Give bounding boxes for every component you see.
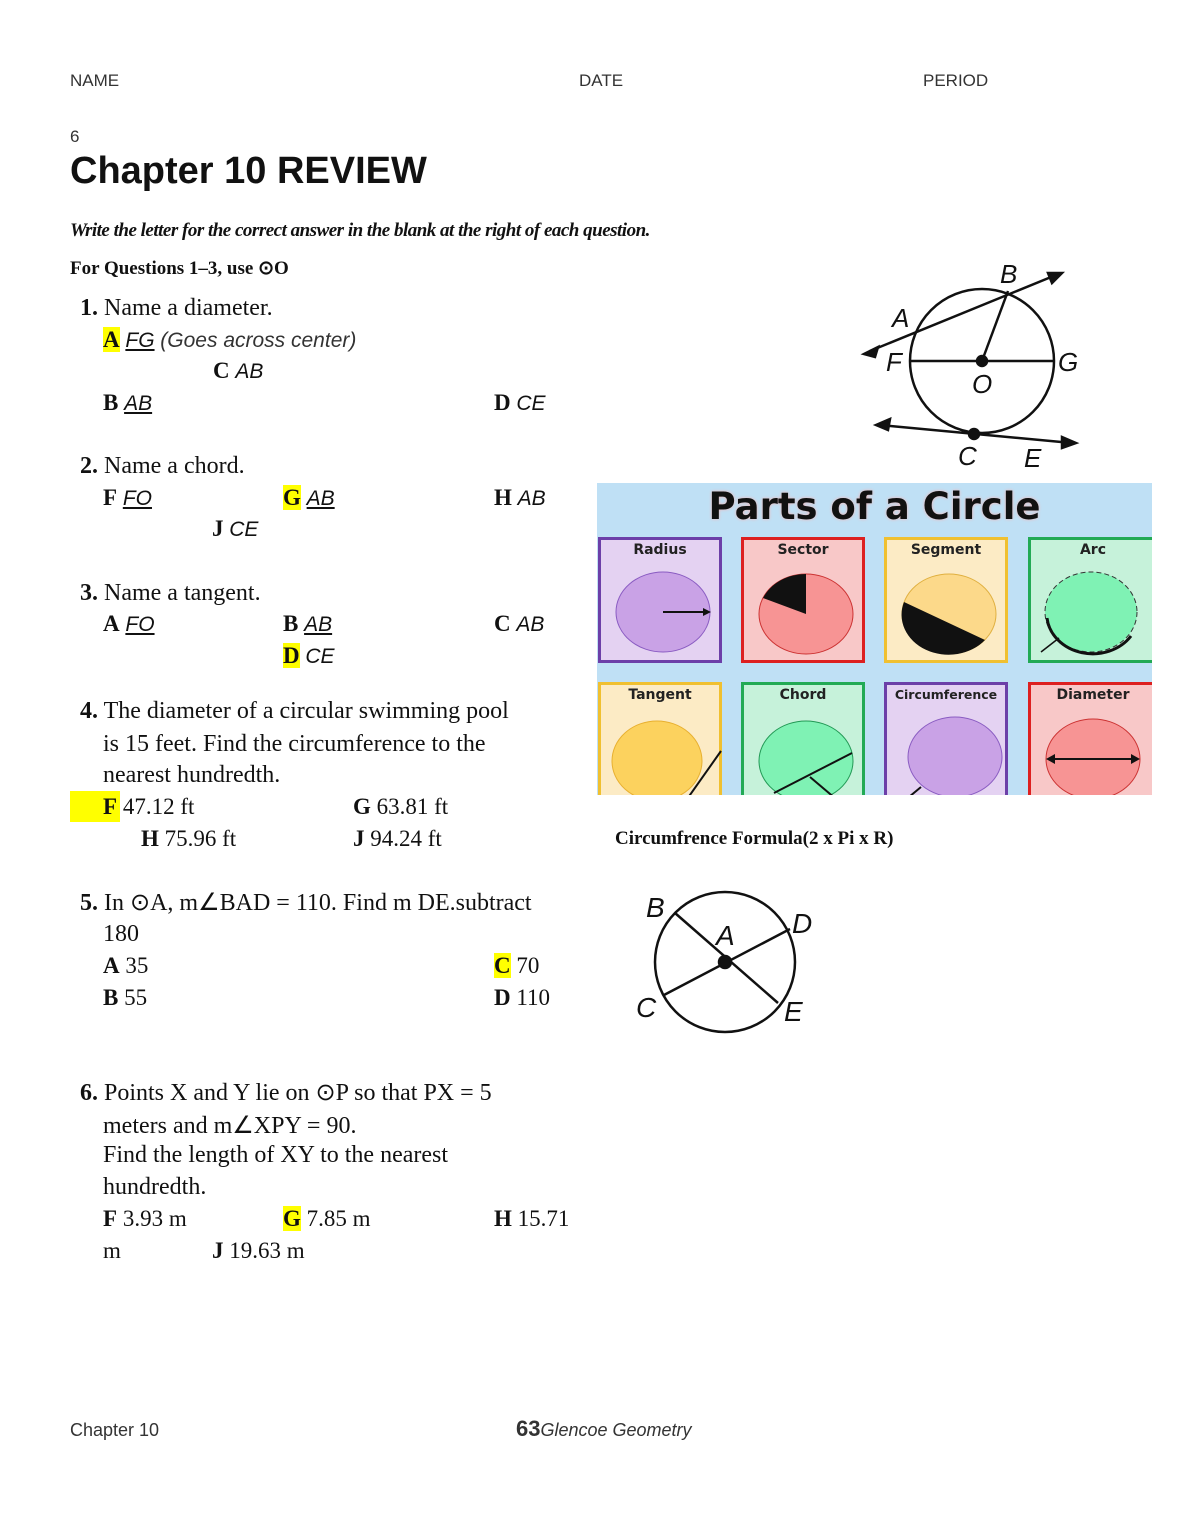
label-g: G — [1058, 347, 1078, 377]
radius-ob — [980, 290, 1010, 362]
label-f: F — [886, 347, 904, 377]
arrowhead — [1060, 435, 1080, 450]
formula-note: Circumfrence Formula(2 x Pi x R) — [615, 828, 894, 849]
q4-option-j[interactable]: J 94.24 ft — [353, 826, 442, 851]
q3-option-a[interactable]: A FO — [103, 611, 155, 636]
name-label: NAME — [70, 71, 120, 90]
page-title: Chapter 10 REVIEW — [70, 150, 427, 192]
q3-option-d[interactable]: D CE — [283, 643, 335, 668]
period-label: PERIOD — [923, 71, 989, 90]
q2-option-j[interactable]: J CE — [212, 516, 259, 541]
label-e: E — [784, 996, 803, 1027]
q6-option-j[interactable]: J 19.63 m — [212, 1238, 305, 1263]
q5-option-b[interactable]: B 55 — [103, 985, 148, 1010]
q1-option-d[interactable]: D CE — [494, 390, 546, 415]
label-a: A — [714, 920, 735, 951]
question-4-line2: is 15 feet. Find the circumference to th… — [103, 731, 486, 757]
q4-option-g[interactable]: G 63.81 ft — [353, 794, 449, 819]
q5-option-c[interactable]: C 70 — [494, 953, 540, 978]
q1-option-b[interactable]: B AB — [103, 390, 153, 415]
card-tangent: Tangent — [598, 682, 722, 795]
q1-option-a[interactable]: A FG (Goes across center) — [103, 327, 357, 352]
arrowhead — [1046, 271, 1066, 286]
arrowhead — [872, 416, 892, 432]
instructions: Write the letter for the correct answer … — [70, 220, 650, 241]
footer-page: 63Glencoe Geometry — [516, 1416, 692, 1441]
question-5-line1: 5. In ⊙A, m∠BAD = 110. Find m DE.subtrac… — [80, 890, 532, 916]
question-6-line1: 6. Points X and Y lie on ⊙P so that PX =… — [80, 1080, 492, 1106]
q4-option-f[interactable]: F 47.12 ft — [103, 794, 195, 819]
question-4-line3: nearest hundredth. — [103, 762, 281, 788]
label-a: A — [890, 303, 909, 333]
date-label: DATE — [579, 71, 624, 90]
label-c: C — [636, 992, 657, 1023]
circle-a-diagram: B A D C E — [636, 890, 812, 1034]
q1-option-c[interactable]: C AB — [213, 358, 264, 383]
question-5-line2: 180 — [103, 921, 139, 947]
card-arc: Arc — [1028, 537, 1152, 663]
q6-option-g[interactable]: G 7.85 m — [283, 1206, 371, 1231]
q5-option-d[interactable]: D 110 — [494, 985, 551, 1010]
card-chord: Chord — [741, 682, 865, 795]
card-circumference: Circumference — [884, 682, 1008, 795]
label-c: C — [958, 441, 977, 471]
label-d: D — [792, 908, 812, 939]
q6-option-h[interactable]: H 15.71 — [494, 1206, 570, 1231]
question-3: 3. Name a tangent. — [80, 580, 261, 606]
page-marker: 6 — [70, 127, 80, 146]
question-2: 2. Name a chord. — [80, 453, 245, 479]
label-b: B — [1000, 259, 1017, 289]
question-6-line4: hundredth. — [103, 1174, 207, 1200]
q6-option-f[interactable]: F 3.93 m — [103, 1206, 187, 1231]
footer-chapter: Chapter 10 — [70, 1420, 160, 1440]
q4-option-h[interactable]: H 75.96 ft — [141, 826, 237, 851]
secant-ab — [869, 273, 1057, 353]
card-diameter: Diameter — [1028, 682, 1152, 795]
poster-title: Parts of a Circle — [708, 485, 1041, 528]
label-b: B — [646, 892, 665, 923]
card-radius: Radius — [598, 537, 722, 663]
label-o: O — [972, 369, 992, 399]
question-6-line2: meters and m∠XPY = 90. — [103, 1113, 357, 1139]
q5-option-a[interactable]: A 35 — [103, 953, 149, 978]
arrowhead — [860, 344, 881, 359]
question-1: 1. Name a diameter. — [80, 295, 273, 321]
card-sector: Sector — [741, 537, 865, 663]
label-e: E — [1024, 443, 1042, 473]
q6-option-h-unit: m — [103, 1238, 121, 1263]
question-6-line3: Find the length of XY to the nearest — [103, 1142, 449, 1168]
q2-option-f[interactable]: F FO — [103, 485, 152, 510]
question-4-line1: 4. The diameter of a circular swimming p… — [80, 698, 509, 724]
q3-option-c[interactable]: C AB — [494, 611, 545, 636]
group-intro: For Questions 1–3, use ⊙O — [70, 258, 289, 279]
answer-highlight — [70, 791, 120, 822]
q2-option-h[interactable]: H AB — [494, 485, 546, 510]
q2-option-g[interactable]: G AB — [283, 485, 335, 510]
q3-option-b[interactable]: B AB — [283, 611, 333, 636]
card-segment: Segment — [884, 537, 1008, 663]
circle-o-diagram: A B F O G C E — [860, 259, 1080, 473]
parts-of-circle-poster: Parts of a Circle Radius Sector Segment … — [597, 483, 1152, 795]
